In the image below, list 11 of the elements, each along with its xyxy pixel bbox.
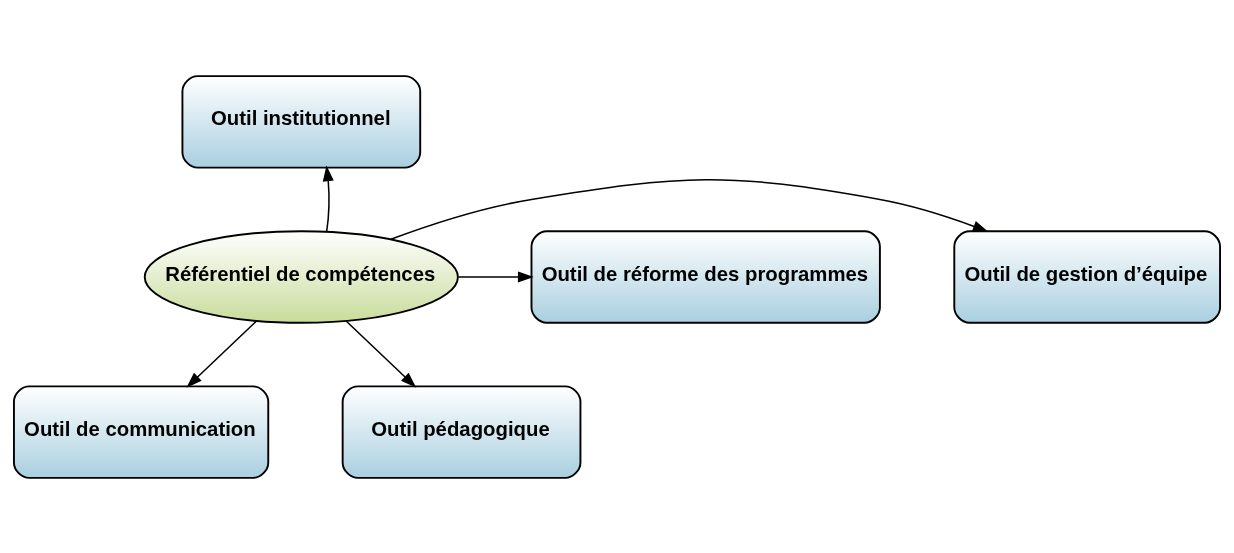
node-box: Outil pédagogique [341,384,582,479]
node-box: Outil de gestion d’équipe [953,229,1221,324]
node-box: Outil de réforme des programmes [530,229,881,324]
node-box: Outil institutionnel [181,74,422,169]
arrow [457,270,534,283]
node-box: Outil de communication [13,384,270,479]
arrow [345,319,417,388]
arrow [390,178,989,240]
arrow [322,164,334,232]
arrow [186,319,258,388]
node-ellipse: Référentiel de compétences [143,229,459,324]
